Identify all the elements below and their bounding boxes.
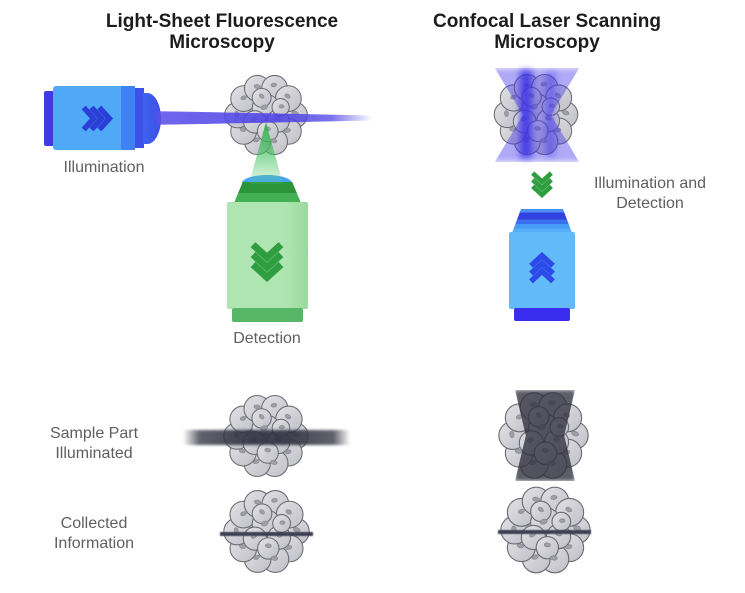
- laser-ring: [135, 88, 144, 148]
- lsfm-title-line2: Microscopy: [169, 32, 275, 53]
- illumination-detection-line2: Detection: [616, 195, 684, 212]
- collected-line2: Information: [53, 535, 135, 552]
- confocal-beam-streak-2: [546, 72, 555, 156]
- detection-label: Detection: [233, 330, 301, 347]
- laser-nose: [143, 93, 161, 144]
- confocal-objective-shoulder: [512, 209, 572, 233]
- illumination-label: Illumination: [63, 159, 145, 176]
- collected-plane-line: [220, 532, 313, 536]
- illumination-detection-line1: Illumination and: [593, 175, 707, 192]
- sample-part-illuminated-label: Sample Part Illuminated: [19, 424, 169, 464]
- lsfm-title: Light-Sheet Fluorescence Microscopy: [92, 11, 352, 53]
- detection-objective-base: [232, 308, 303, 322]
- chevrons-down-icon: [247, 240, 287, 282]
- lsfm-title-line1: Light-Sheet Fluorescence: [105, 11, 339, 32]
- light-sheet-beam: [156, 111, 371, 125]
- sample-part-line2: Illuminated: [55, 445, 133, 462]
- chevrons-up-icon: [525, 252, 559, 285]
- clsm-title: Confocal Laser Scanning Microscopy: [417, 11, 677, 53]
- collected-plane-line-clsm: [498, 530, 591, 534]
- clsm-title-line2: Microscopy: [494, 32, 600, 53]
- chevrons-right-icon: [80, 103, 113, 134]
- sample-part-line1: Sample Part: [49, 425, 139, 442]
- detection-objective-shoulder: [234, 182, 301, 203]
- illuminated-sheet-band: [183, 430, 350, 445]
- confocal-objective-base: [514, 308, 570, 321]
- laser-back-cap: [44, 91, 54, 146]
- collected-information-label: Collected Information: [19, 514, 169, 554]
- confocal-beam-streak: [520, 70, 532, 158]
- collected-line1: Collected: [60, 515, 128, 532]
- laser-band: [121, 86, 135, 150]
- illumination-detection-label: Illumination and Detection: [572, 174, 728, 214]
- clsm-title-line1: Confocal Laser Scanning: [432, 11, 662, 32]
- chevrons-down-icon: [529, 170, 555, 198]
